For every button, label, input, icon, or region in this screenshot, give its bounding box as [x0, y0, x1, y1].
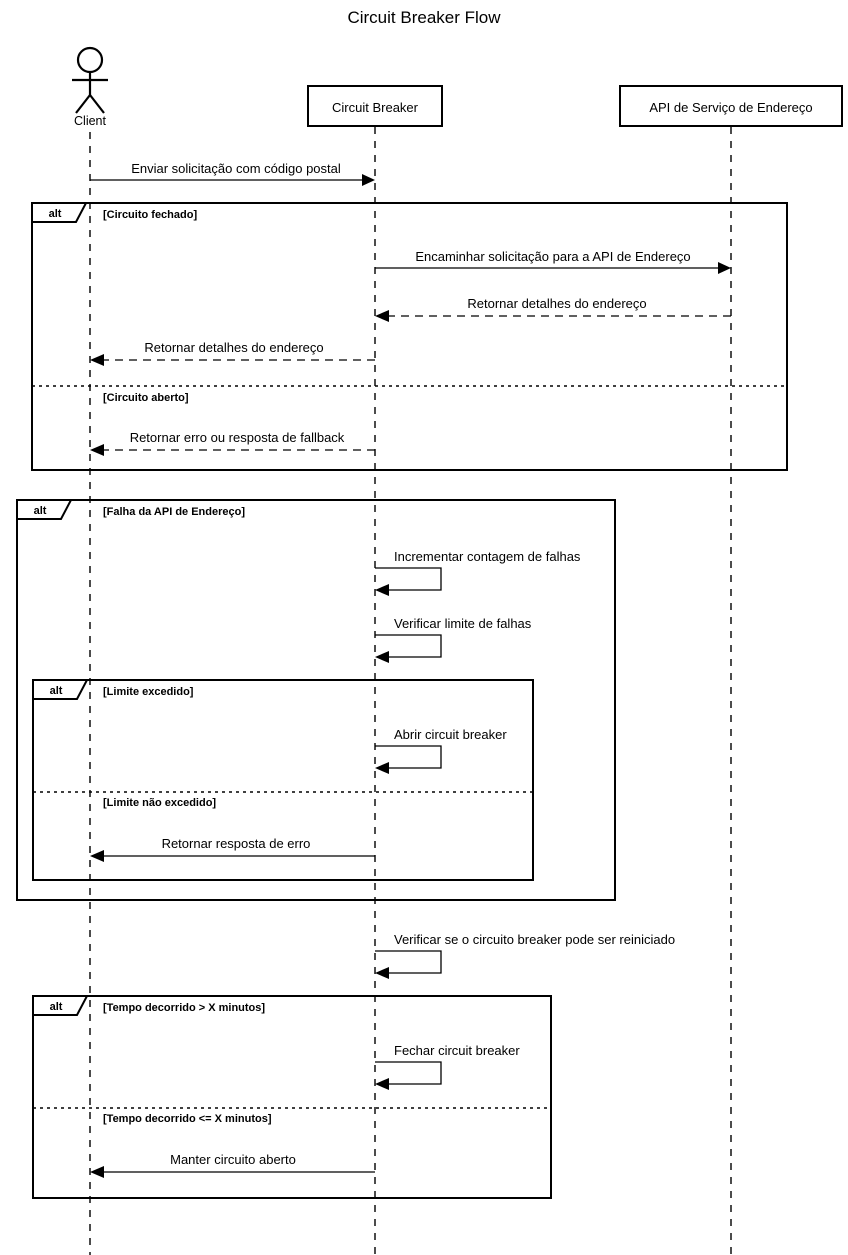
participant-box-circuit-breaker [307, 85, 443, 127]
message-label-m6: Incrementar contagem de falhas [394, 549, 581, 564]
fragment-operator-alt1: alt [49, 208, 62, 220]
message-m7[interactable]: Verificar limite de falhas [375, 616, 532, 663]
fragment-box-alt2 [16, 499, 616, 901]
message-m5[interactable]: Retornar erro ou resposta de fallback [90, 430, 375, 456]
fragment-guard-alt1-0: [Circuito fechado] [103, 209, 197, 221]
message-arrowhead-m4 [90, 354, 104, 366]
message-m12[interactable]: Manter circuito aberto [90, 1152, 375, 1178]
message-label-m7: Verificar limite de falhas [394, 616, 532, 631]
fragment-box-alt4 [32, 995, 552, 1199]
participant-label-client: Client [74, 114, 106, 128]
message-arrowhead-m6 [375, 584, 389, 596]
message-m11[interactable]: Fechar circuit breaker [375, 1043, 520, 1090]
message-label-m12: Manter circuito aberto [170, 1152, 296, 1167]
fragment-alt4[interactable]: alt [Tempo decorrido > X minutos] [Tempo… [32, 995, 552, 1199]
actor-client[interactable]: Client [72, 46, 108, 128]
message-label-m8: Abrir circuit breaker [394, 727, 507, 742]
fragment-guard-alt3-0: [Limite excedido] [103, 686, 194, 698]
fragment-tag-alt4 [32, 995, 89, 1016]
fragment-operator-alt3: alt [50, 685, 63, 697]
message-line-m7 [375, 634, 442, 658]
message-arrowhead-m8 [375, 762, 389, 774]
message-label-m5: Retornar erro ou resposta de fallback [130, 430, 345, 445]
fragment-box-alt3 [32, 679, 534, 881]
message-arrowhead-m9 [90, 850, 104, 862]
fragment-alt1[interactable]: alt [Circuito fechado] [Circuito aberto] [31, 202, 788, 471]
message-line-m10 [375, 950, 442, 974]
message-arrowhead-m3 [375, 310, 389, 322]
message-label-m1: Enviar solicitação com código postal [131, 161, 341, 176]
lifelines [89, 127, 732, 1255]
actor-head-icon [76, 46, 104, 74]
message-arrowhead-m11 [375, 1078, 389, 1090]
fragment-guard-alt4-0: [Tempo decorrido > X minutos] [103, 1002, 265, 1014]
fragment-tag-alt2 [16, 499, 73, 520]
message-m8[interactable]: Abrir circuit breaker [375, 727, 507, 774]
message-line-m8 [375, 745, 442, 769]
fragment-guard-alt1-1: [Circuito aberto] [103, 392, 189, 404]
fragment-operator-alt2: alt [34, 505, 47, 517]
message-m2[interactable]: Encaminhar solicitação para a API de End… [375, 249, 731, 274]
message-arrowhead-m10 [375, 967, 389, 979]
participant-circuit-breaker[interactable]: Circuit Breaker [307, 85, 443, 127]
message-m6[interactable]: Incrementar contagem de falhas [375, 549, 581, 596]
message-label-m2: Encaminhar solicitação para a API de End… [415, 249, 690, 264]
message-m10[interactable]: Verificar se o circuito breaker pode ser… [375, 932, 675, 979]
message-arrowhead-m12 [90, 1166, 104, 1178]
message-arrowhead-m7 [375, 651, 389, 663]
fragment-alt2[interactable]: alt [Falha da API de Endereço] [16, 499, 616, 901]
actor-leg-left-icon [75, 94, 91, 114]
message-arrowhead-m5 [90, 444, 104, 456]
fragment-operator-alt4: alt [50, 1001, 63, 1013]
message-label-m3: Retornar detalhes do endereço [467, 296, 646, 311]
fragment-guard-alt3-1: [Limite não excedido] [103, 797, 216, 809]
participant-label-api: API de Serviço de Endereço [649, 100, 812, 115]
fragment-box-alt1 [31, 202, 788, 471]
message-line-m11 [375, 1061, 442, 1085]
page-title: Circuit Breaker Flow [347, 8, 501, 27]
fragment-tag-alt1 [31, 202, 88, 223]
message-m1[interactable]: Enviar solicitação com código postal [90, 161, 375, 186]
fragment-alt3[interactable]: alt [Limite excedido] [Limite não excedi… [32, 679, 534, 881]
message-m3[interactable]: Retornar detalhes do endereço [375, 296, 731, 322]
message-arrowhead-m1 [362, 174, 375, 186]
actor-leg-right-icon [89, 94, 105, 114]
participant-box-api [619, 85, 843, 127]
message-line-m6 [375, 567, 442, 591]
fragment-tag-alt3 [32, 679, 89, 700]
participant-label-circuit-breaker: Circuit Breaker [332, 100, 419, 115]
message-arrowhead-m2 [718, 262, 731, 274]
message-label-m11: Fechar circuit breaker [394, 1043, 520, 1058]
message-label-m4: Retornar detalhes do endereço [144, 340, 323, 355]
message-m9[interactable]: Retornar resposta de erro [90, 836, 375, 862]
message-m4[interactable]: Retornar detalhes do endereço [90, 340, 375, 366]
message-label-m9: Retornar resposta de erro [162, 836, 311, 851]
participant-api[interactable]: API de Serviço de Endereço [619, 85, 843, 127]
fragment-guard-alt4-1: [Tempo decorrido <= X minutos] [103, 1113, 272, 1125]
fragment-guard-alt2-0: [Falha da API de Endereço] [103, 506, 245, 518]
message-label-m10: Verificar se o circuito breaker pode ser… [394, 932, 675, 947]
